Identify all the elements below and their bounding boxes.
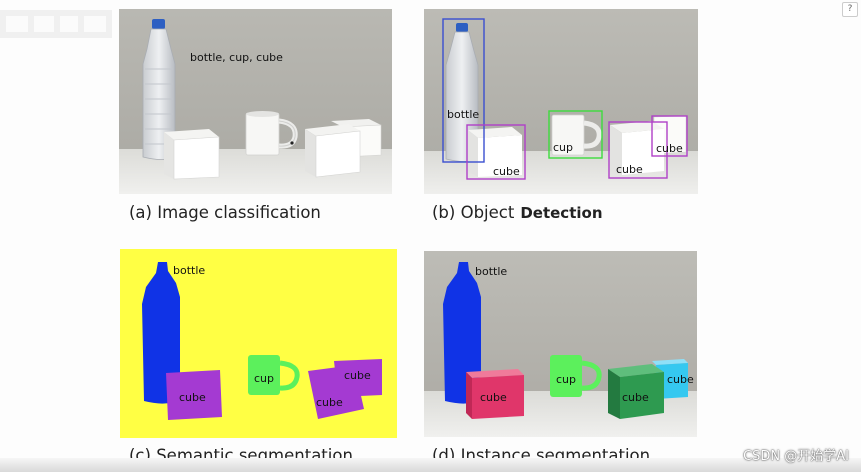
bottle-bounding-box [442, 18, 485, 163]
bottle-label: bottle [173, 264, 205, 277]
cup-label: cup [553, 141, 573, 154]
panel-image-classification: bottle, cup, cube [119, 9, 392, 194]
cube-bounding-box-left [466, 124, 526, 180]
panel-object-detection: bottle cube cup cube cube [424, 9, 698, 194]
cube-label-mid: cube [616, 163, 643, 176]
cup-object [551, 114, 602, 156]
caption-b: (b) Object Detection [432, 203, 603, 222]
bottle-object [142, 19, 176, 160]
detection-photo: bottle cube cup cube cube [424, 9, 698, 194]
cube-label-front: cube [316, 396, 343, 409]
classification-photo: bottle, cup, cube [119, 9, 392, 194]
cube-mask-mid [608, 364, 664, 419]
cup-object [245, 111, 298, 156]
instance-photo: bottle cube cup cube cube [424, 251, 697, 437]
caption-b-bold: Detection [520, 204, 603, 222]
cube-label-left: cube [480, 391, 507, 404]
bottom-bar [0, 458, 861, 472]
panel-instance-segmentation: bottle cube cup cube cube [424, 251, 697, 437]
cup-mask [550, 355, 602, 397]
cube-label-left: cube [179, 391, 206, 404]
panel-semantic-segmentation: bottle cube cup cube cube [120, 249, 397, 438]
bottle-label: bottle [447, 108, 479, 121]
bottle-mask [142, 262, 180, 404]
cube-mask-left [466, 369, 524, 419]
cup-bounding-box [548, 110, 603, 159]
caption-a: (a) Image classification [129, 203, 321, 222]
help-button[interactable]: ? [842, 2, 858, 17]
cup-label: cup [556, 373, 576, 386]
cube-mask-left [166, 370, 222, 420]
caption-b-main: (b) Object [432, 203, 515, 222]
cube-object-left [468, 127, 522, 177]
bottle-mask [443, 262, 481, 404]
watermark: CSDN @开始学AI [743, 449, 849, 464]
bottle-label: bottle [475, 265, 507, 278]
cube-object-front [610, 121, 664, 175]
cube-label-right: cube [656, 142, 683, 155]
cube-bounding-box-mid [608, 121, 668, 179]
cube-label-right: cube [667, 373, 694, 386]
cube-label-mid: cube [622, 391, 649, 404]
cup-mask [248, 355, 300, 395]
classification-label: bottle, cup, cube [190, 51, 283, 64]
cup-label: cup [254, 372, 274, 385]
cube-label-back: cube [344, 369, 371, 382]
cube-mask-front [308, 365, 364, 419]
cube-bounding-box-right [651, 115, 688, 157]
cube-object-front [305, 124, 361, 178]
cube-label-left: cube [493, 165, 520, 178]
cube-object-left [164, 129, 220, 180]
semantic-mask: bottle cube cup cube cube [120, 249, 397, 438]
corner-logo [0, 10, 112, 38]
